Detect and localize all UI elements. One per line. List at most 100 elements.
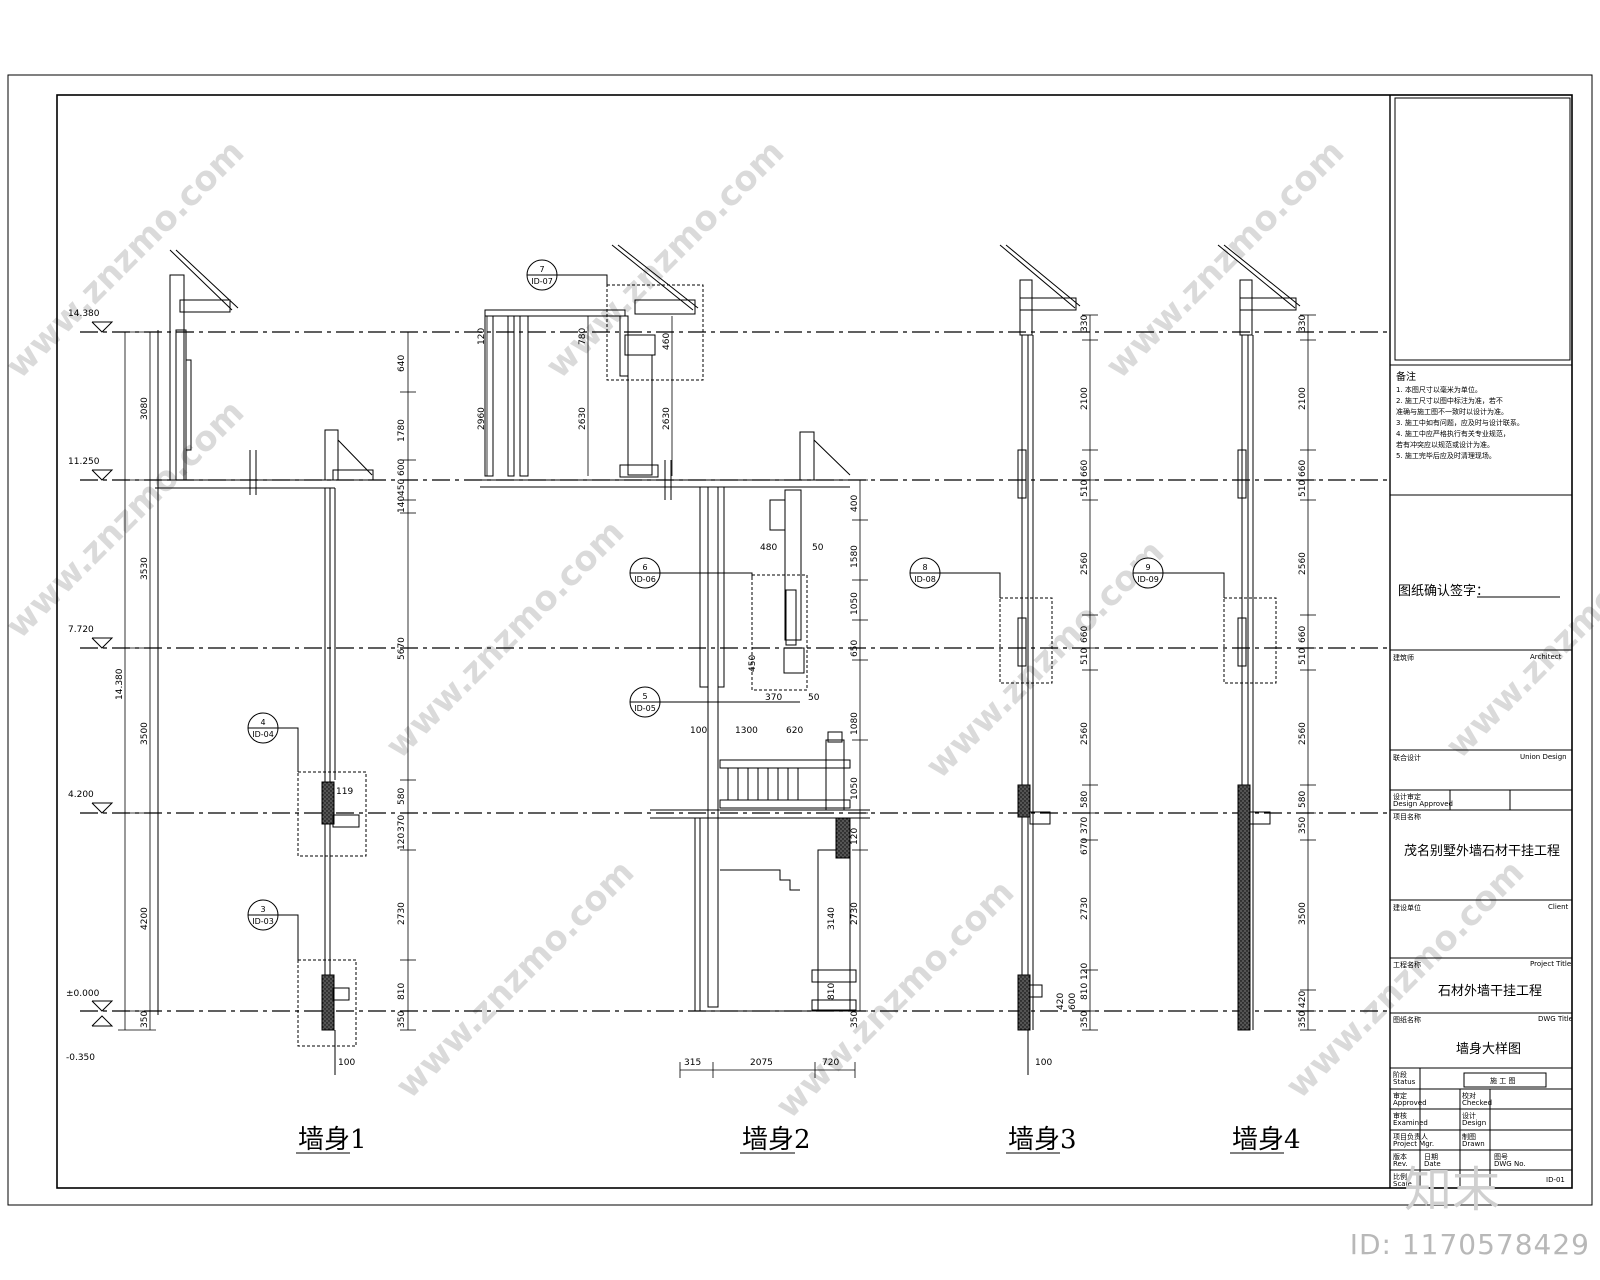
svg-text:315: 315 bbox=[684, 1058, 701, 1068]
ptitle-en: Project Title bbox=[1530, 960, 1572, 968]
section-labels: 墙身1 墙身2 墙身3 墙身4 bbox=[296, 1125, 1301, 1155]
level-labels: 14.380 11.250 7.720 4.200 ±0.000 -0.350 bbox=[66, 309, 100, 1063]
svg-text:660: 660 bbox=[1080, 460, 1090, 477]
dimension-labels: 330 2100 660 510 2560 660 510 2560 580 3… bbox=[1035, 315, 1090, 1068]
svg-text:1300: 1300 bbox=[735, 726, 758, 736]
section-label-3: 墙身3 bbox=[1008, 1125, 1077, 1155]
svg-text:ID-03: ID-03 bbox=[252, 917, 274, 926]
svg-text:2560: 2560 bbox=[1080, 552, 1090, 575]
svg-text:3500: 3500 bbox=[140, 722, 150, 745]
watermark-text: www.znzmo.com bbox=[388, 852, 642, 1106]
svg-text:4200: 4200 bbox=[140, 907, 150, 930]
client-cn: 建设单位 bbox=[1393, 904, 1421, 912]
svg-text:120: 120 bbox=[850, 828, 860, 845]
svg-text:510: 510 bbox=[1080, 648, 1090, 665]
svg-text:330: 330 bbox=[1298, 315, 1308, 332]
section-label-2: 墙身2 bbox=[742, 1125, 811, 1155]
svg-text:3: 3 bbox=[260, 905, 265, 914]
confirm-label: 图纸确认签字： bbox=[1398, 584, 1490, 599]
svg-text:580: 580 bbox=[397, 788, 407, 805]
design-cn: 设计 bbox=[1462, 1112, 1476, 1120]
svg-text:370: 370 bbox=[1080, 817, 1090, 834]
svg-text:119: 119 bbox=[336, 787, 353, 797]
note-line: 4. 施工中应严格执行有关专业规范， bbox=[1396, 430, 1510, 438]
svg-text:400: 400 bbox=[850, 495, 860, 512]
note-line: 1. 本图尺寸以毫米为单位。 bbox=[1396, 386, 1482, 394]
level-label: -0.350 bbox=[66, 1053, 95, 1063]
svg-text:7: 7 bbox=[539, 265, 544, 274]
level-label: 7.720 bbox=[68, 625, 94, 635]
svg-text:2100: 2100 bbox=[1298, 387, 1308, 410]
callout-5: 5 ID-05 bbox=[629, 686, 800, 718]
status-en: Status bbox=[1393, 1078, 1416, 1086]
note-line: 准确与施工图不一致时以设计为准。 bbox=[1396, 408, 1508, 416]
svg-text:640: 640 bbox=[397, 355, 407, 372]
svg-text:660: 660 bbox=[1298, 460, 1308, 477]
drawn-en: Drawn bbox=[1462, 1140, 1485, 1148]
watermark-text: www.znzmo.com bbox=[1098, 132, 1352, 386]
note-line: 5. 施工完毕后应及时清理现场。 bbox=[1396, 452, 1496, 460]
watermark-text: www.znzmo.com bbox=[1438, 512, 1600, 766]
ptitle-value: 石材外墙干挂工程 bbox=[1438, 984, 1543, 999]
title-block bbox=[1390, 97, 1572, 1188]
svg-text:420: 420 bbox=[1056, 993, 1066, 1010]
wall-section-1 bbox=[155, 249, 374, 1075]
svg-text:580: 580 bbox=[1080, 791, 1090, 808]
dimension-chain bbox=[400, 331, 416, 1031]
sheet-frame bbox=[7, 74, 1593, 1206]
svg-text:420: 420 bbox=[1298, 991, 1308, 1008]
level-label: ±0.000 bbox=[66, 989, 100, 999]
svg-text:6: 6 bbox=[642, 563, 647, 572]
dimension-chain bbox=[486, 316, 868, 1078]
svg-text:2560: 2560 bbox=[1080, 722, 1090, 745]
svg-text:600: 600 bbox=[397, 459, 407, 476]
svg-text:720: 720 bbox=[822, 1058, 839, 1068]
project-cn: 项目名称 bbox=[1393, 813, 1421, 821]
svg-text:650: 650 bbox=[850, 640, 860, 657]
dimension-labels: 330 2100 660 510 2560 660 510 2560 580 3… bbox=[1298, 315, 1308, 1028]
svg-text:9: 9 bbox=[1145, 563, 1150, 572]
svg-text:670: 670 bbox=[1080, 838, 1090, 855]
svg-text:450: 450 bbox=[397, 479, 407, 496]
watermark-text: www.znzmo.com bbox=[0, 132, 252, 386]
svg-text:460: 460 bbox=[662, 333, 672, 350]
dimension-chain bbox=[1300, 314, 1316, 1031]
design-en: Design bbox=[1462, 1119, 1487, 1127]
svg-text:580: 580 bbox=[1298, 791, 1308, 808]
svg-text:ID-05: ID-05 bbox=[634, 704, 656, 713]
checked-cn: 校对 bbox=[1462, 1092, 1476, 1100]
callout-3: 3 ID-03 bbox=[247, 899, 299, 960]
svg-text:3080: 3080 bbox=[140, 397, 150, 420]
approved2-cn: 审定 bbox=[1393, 1092, 1407, 1100]
status-value: 施 工 图 bbox=[1490, 1077, 1516, 1085]
pm-en: Project Mgr. bbox=[1393, 1140, 1435, 1148]
checked-en: Checked bbox=[1462, 1099, 1493, 1107]
note-line: 若有冲突应以规范或设计为准。 bbox=[1396, 441, 1494, 449]
svg-text:4: 4 bbox=[260, 718, 265, 727]
svg-text:8: 8 bbox=[922, 563, 927, 572]
svg-text:2560: 2560 bbox=[1298, 722, 1308, 745]
approved2-en: Approved bbox=[1393, 1099, 1427, 1107]
examined-en: Examined bbox=[1393, 1119, 1428, 1127]
image-id-watermark: ID: 1170578429 bbox=[1349, 1228, 1590, 1261]
svg-text:600: 600 bbox=[1068, 993, 1078, 1010]
pm-cn: 项目负责人 bbox=[1393, 1133, 1428, 1141]
svg-text:2100: 2100 bbox=[1080, 387, 1090, 410]
approved-cn: 设计审定 bbox=[1393, 793, 1421, 801]
svg-text:1780: 1780 bbox=[397, 419, 407, 442]
dwgno-en: DWG No. bbox=[1494, 1160, 1526, 1168]
callout-8: 8 ID-08 bbox=[909, 557, 1001, 598]
watermark-text: www.znzmo.com bbox=[0, 392, 252, 646]
svg-text:510: 510 bbox=[1298, 648, 1308, 665]
dwgno-cn: 图号 bbox=[1494, 1153, 1508, 1161]
svg-text:1080: 1080 bbox=[850, 712, 860, 735]
callout-9: 9 ID-09 bbox=[1132, 557, 1225, 598]
client-en: Client bbox=[1548, 903, 1569, 911]
svg-text:660: 660 bbox=[1080, 626, 1090, 643]
svg-text:350: 350 bbox=[140, 1011, 150, 1028]
dimension-labels: 3080 3530 3500 4200 350 14.380 bbox=[115, 397, 150, 1028]
callout-7: 7 ID-07 bbox=[526, 259, 608, 291]
svg-text:350: 350 bbox=[1298, 1011, 1308, 1028]
svg-text:810: 810 bbox=[827, 983, 837, 1000]
date-en: Date bbox=[1424, 1160, 1441, 1168]
